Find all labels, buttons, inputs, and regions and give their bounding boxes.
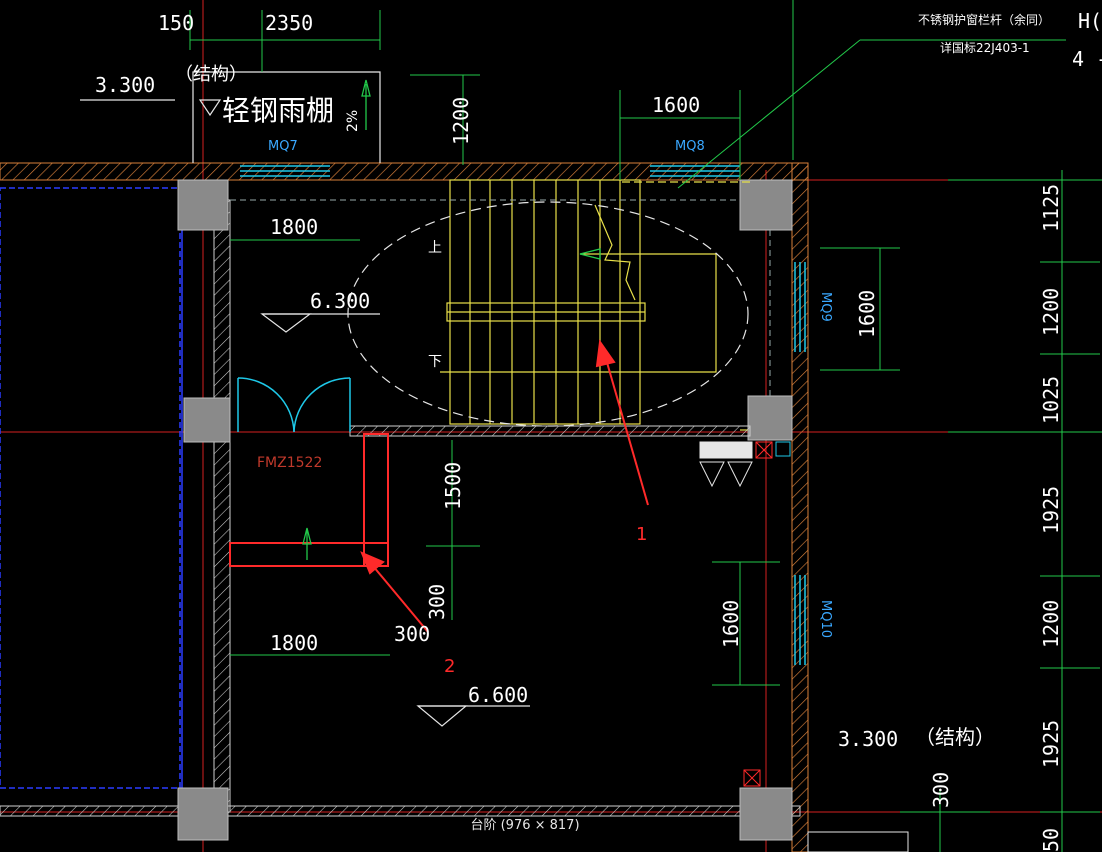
dim-mid-1500: 1500	[441, 462, 465, 510]
elevation-right-level: 3.300	[838, 727, 898, 751]
dimension-lines	[189, 0, 1102, 852]
annotation-arrows	[360, 339, 649, 633]
dim-top-1200: 1200	[449, 97, 473, 145]
curtain-wall-mq9	[794, 262, 806, 352]
landing-slab	[349, 425, 751, 437]
dim-right-50: 50	[1039, 828, 1063, 852]
door-fmz1522-label: FMZ1522	[257, 455, 322, 471]
elevation-right-note: （结构）	[915, 725, 995, 749]
stair-flight[interactable]	[440, 179, 750, 431]
canopy-outline	[192, 71, 381, 163]
corner-mark-1: H(	[1078, 9, 1102, 33]
right-wall	[791, 162, 809, 852]
curtain-wall-mq7	[240, 165, 330, 177]
dim-right-300: 300	[929, 772, 953, 808]
canopy-label: 轻钢雨棚	[222, 94, 334, 127]
dim-left-1800-bottom: 1800	[270, 631, 318, 655]
mq8-label: MQ8	[675, 139, 705, 154]
elevation-canopy-level: 3.300	[95, 73, 155, 97]
annotation-marker-2: 2	[444, 656, 455, 677]
elevation-markers	[80, 99, 530, 727]
elevation-canopy-note: （结构）	[175, 64, 247, 85]
annotation-marker-1: 1	[636, 524, 647, 545]
dim-mid-300-h: 300	[394, 622, 430, 646]
dim-right-1025: 1025	[1039, 376, 1063, 424]
fire-door-swing[interactable]	[237, 377, 351, 433]
dim-right-1125: 1125	[1039, 184, 1063, 232]
dim-right-1600-upper: 1600	[855, 290, 879, 338]
elevation-floor-level: 6.600	[468, 683, 528, 707]
dim-top-150: 150	[158, 11, 194, 35]
curtain-wall-mq10	[794, 575, 806, 665]
stair-down-label: 下	[428, 354, 442, 370]
stair-zone-ellipse	[347, 201, 749, 427]
curtain-wall-mq8	[650, 165, 740, 177]
stair-up-label: 上	[428, 240, 442, 256]
bottom-right-frame	[807, 831, 909, 852]
detail-ref: 详国标22J403-1	[940, 40, 1030, 55]
structural-columns	[177, 179, 793, 841]
mq7-label: MQ7	[268, 139, 298, 154]
railing-note: 不锈钢护窗栏杆（余同）	[918, 12, 1050, 27]
dim-right-1925-b: 1925	[1039, 720, 1063, 768]
dim-top-2350: 2350	[265, 11, 313, 35]
left-wall	[0, 187, 231, 813]
dim-top-1600: 1600	[652, 93, 700, 117]
highlight-boxes	[229, 433, 389, 567]
mq10-label: MQ10	[818, 600, 833, 638]
dashed-guides	[230, 199, 771, 400]
bottom-wall	[0, 805, 801, 817]
hover-tooltip: 台阶 (976 × 817)	[470, 818, 580, 833]
elevation-landing-level: 6.300	[310, 289, 370, 313]
mq9-label: MQ9	[818, 292, 833, 322]
dim-mid-300-v: 300	[425, 584, 449, 620]
dim-right-1600-lower: 1600	[719, 600, 743, 648]
dim-right-1200-a: 1200	[1039, 288, 1063, 336]
slope-label: 2%	[345, 110, 361, 132]
dim-right-1200-b: 1200	[1039, 600, 1063, 648]
equipment-symbols	[699, 441, 791, 787]
dim-left-1800-top: 1800	[270, 215, 318, 239]
corner-mark-2: 4 -	[1072, 47, 1102, 71]
dim-right-1925-a: 1925	[1039, 486, 1063, 534]
slope-arrows	[302, 79, 601, 560]
